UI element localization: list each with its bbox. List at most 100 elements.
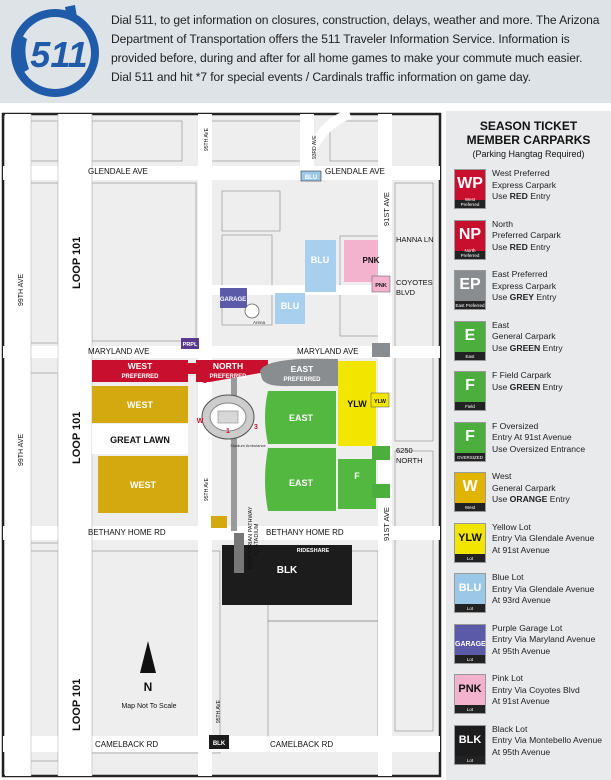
label-camelback-east: CAMELBACK RD: [270, 740, 333, 749]
west-preferred-lot: [92, 360, 188, 382]
marker-blu: BLU: [300, 170, 322, 182]
lot-label-great-lawn: GREAT LAWN: [110, 435, 170, 445]
lot-label-north-pref: NORTH: [213, 361, 243, 371]
label-loop101-lower: LOOP 101: [71, 679, 83, 731]
label-pedestrian-1: PEDESTRIAN PATHWAY: [248, 506, 254, 569]
legend-badge-sub: West Preferred: [460, 197, 480, 207]
legend-title-line-2: MEMBER CARPARKS: [466, 133, 591, 147]
gate-2-label: 2: [203, 378, 207, 385]
lot-label-blu-lower: BLU: [281, 301, 300, 311]
marker-grey: [372, 343, 390, 357]
legend-badge-sub: West: [464, 505, 476, 510]
label-coyotes-2: BLVD: [396, 288, 416, 297]
blue-lot-upper: [305, 240, 336, 292]
legend-badge-code: PNK: [458, 683, 482, 695]
legend-badge-code: BLK: [458, 733, 482, 746]
lot-label-west-pref: WEST: [128, 361, 153, 371]
legend-badge-code: F: [465, 427, 475, 445]
legend-subtitle: (Parking Hangtag Required): [472, 149, 585, 159]
garage-lot: [220, 288, 247, 308]
legend-badge-sub: OVERSIZED: [456, 454, 483, 460]
svg-text:PRPL: PRPL: [183, 342, 198, 348]
lot-label-north-pref-2: PREFERRED: [209, 374, 247, 380]
arena-label: Arena: [253, 320, 266, 325]
label-91st-upper: 91ST AVE: [382, 192, 391, 226]
marker-orange: [211, 516, 227, 528]
marker-blk: BLK: [209, 735, 229, 749]
marker-green-2: [372, 484, 390, 498]
marker-prpl: PRPL: [181, 338, 199, 349]
east-preferred-lot: [260, 358, 338, 387]
lot-label-garage: GARAGE: [220, 297, 246, 303]
lot-label-ylw: YLW: [347, 399, 367, 409]
gate-1-label: 1: [226, 428, 230, 435]
legend-badge-sub: Lot: [466, 656, 474, 662]
gate-w-label: W: [197, 418, 204, 425]
svg-text:BLK: BLK: [213, 741, 226, 747]
scale-note: Map Not To Scale: [121, 703, 176, 710]
legend-badge-code: EP: [459, 276, 481, 293]
info-banner: 511 Dial 511, to get information on clos…: [0, 0, 611, 103]
label-93rd: 93RD AVE: [312, 135, 318, 159]
label-pedestrian-2: TO STADIUM: [254, 523, 260, 557]
yellow-lot: [338, 361, 376, 446]
logo-511-text: 511: [30, 34, 87, 75]
svg-text:YLW: YLW: [374, 399, 387, 405]
blue-lot-lower: [275, 293, 305, 324]
label-6250-2: NORTH: [396, 456, 423, 465]
lot-label-blu-upper: BLU: [311, 255, 330, 265]
label-loop101-upper: LOOP 101: [71, 237, 83, 289]
lot-label-east-pref-2: PREFERRED: [283, 377, 321, 383]
stadium-label: Stadium Ambulance: [230, 443, 266, 448]
east-lower-lot: [265, 448, 336, 511]
great-lawn: [92, 424, 188, 454]
legend-title-line-1: SEASON TICKET: [479, 119, 578, 133]
label-glendale-east: GLENDALE AVE: [325, 167, 385, 176]
f-field-lot: [338, 459, 376, 509]
legend-panel: SEASON TICKET MEMBER CARPARKS (Parking H…: [446, 111, 611, 780]
lot-label-east-pref: EAST: [291, 364, 314, 374]
lot-label-west-lower: WEST: [130, 480, 157, 490]
label-99th-lower: 99TH AVE: [18, 434, 25, 466]
legend-badge-sub: North Preferred: [460, 247, 480, 258]
legend-badge-sub: Field: [465, 404, 475, 409]
stadium: [201, 394, 255, 440]
label-99th-upper: 99TH AVE: [18, 274, 25, 306]
legend-badge: F OVERSIZED: [454, 421, 486, 462]
marker-pnk: PNK: [371, 275, 391, 293]
phone-511-logo-icon: 511: [11, 5, 99, 97]
label-loop101-middle: LOOP 101: [71, 412, 83, 464]
label-coyotes-1: COYOTES: [396, 278, 433, 287]
label-95th-middle: 95TH AVE: [204, 477, 210, 501]
north-preferred-lot: [196, 360, 268, 382]
lot-label-rideshare: RIDESHARE: [297, 548, 330, 554]
svg-text:N: N: [144, 680, 153, 694]
lot-label-west-pref-2: PREFERRED: [121, 374, 159, 380]
label-bethany-west: BETHANY HOME RD: [88, 528, 166, 537]
lot-label-east-lower: EAST: [289, 478, 314, 488]
